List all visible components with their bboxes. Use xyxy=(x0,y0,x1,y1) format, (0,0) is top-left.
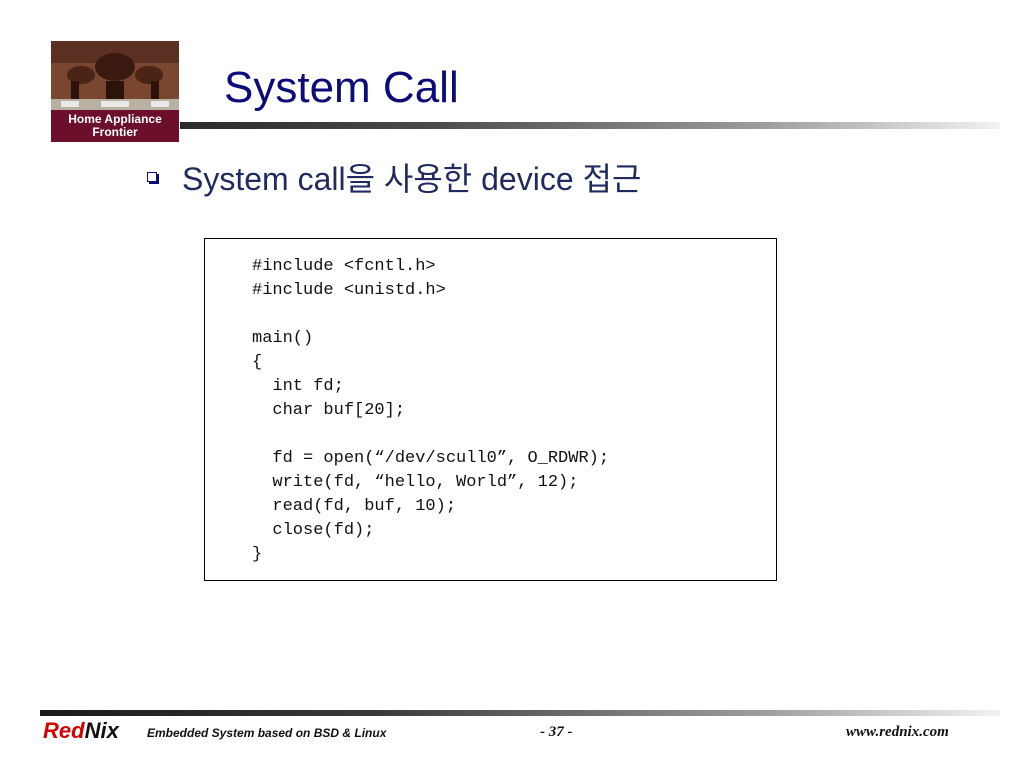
logo-band: Home Appliance Frontier xyxy=(51,110,179,142)
slide-title: System Call xyxy=(224,63,459,112)
footer-url: www.rednix.com xyxy=(846,724,949,740)
code-line: { xyxy=(252,353,263,372)
code-line: int fd; xyxy=(252,377,344,396)
home-appliance-frontier-logo: Home Appliance Frontier xyxy=(51,41,179,142)
square-bullet-icon xyxy=(147,172,157,182)
code-line: fd = open(“/dev/scull0”, O_RDWR); xyxy=(252,449,610,468)
title-divider xyxy=(180,122,1000,129)
footer-subtitle: Embedded System based on BSD & Linux xyxy=(147,726,387,740)
code-line: write(fd, “hello, World”, 12); xyxy=(252,473,579,492)
page-number: - 37 - xyxy=(540,724,573,740)
brand-black-text: Nix xyxy=(84,718,119,743)
code-line: char buf[20]; xyxy=(252,401,406,420)
code-line: read(fd, buf, 10); xyxy=(252,497,457,516)
logo-line-2: Frontier xyxy=(92,125,138,139)
code-line: #include <unistd.h> xyxy=(252,281,446,300)
footer-divider xyxy=(40,710,1000,716)
code-line: #include <fcntl.h> xyxy=(252,257,436,276)
brand-red-text: Red xyxy=(43,718,85,743)
code-block: #include <fcntl.h> #include <unistd.h> m… xyxy=(204,238,777,581)
rednix-logo: RedNix xyxy=(43,718,119,744)
code-line: } xyxy=(252,545,263,564)
code-line: main() xyxy=(252,329,314,348)
sprinters-photo-icon xyxy=(51,41,179,111)
code-line: close(fd); xyxy=(252,521,375,540)
logo-line-1: Home Appliance xyxy=(68,112,162,126)
bullet-text: System call을 사용한 device 접근 xyxy=(182,161,642,197)
